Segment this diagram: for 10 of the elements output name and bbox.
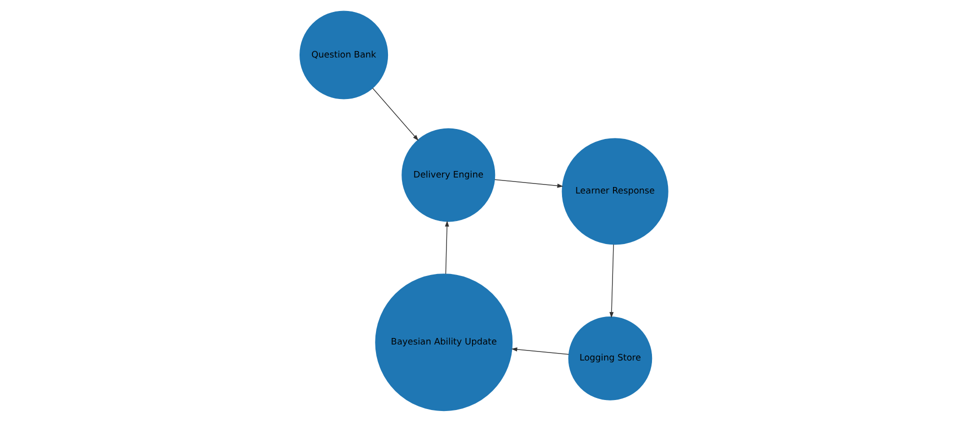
node-circle: Learner Response xyxy=(561,138,668,245)
arrow xyxy=(494,179,563,188)
arrow xyxy=(608,244,614,318)
node-circle: Question Bank xyxy=(299,10,388,100)
arrow xyxy=(444,220,449,274)
arrow xyxy=(372,88,418,141)
arrow xyxy=(510,347,569,355)
node-circle: Logging Store xyxy=(568,316,652,400)
node-circle: Delivery Engine xyxy=(401,128,495,222)
node-circle: Bayesian Ability Update xyxy=(374,274,512,412)
